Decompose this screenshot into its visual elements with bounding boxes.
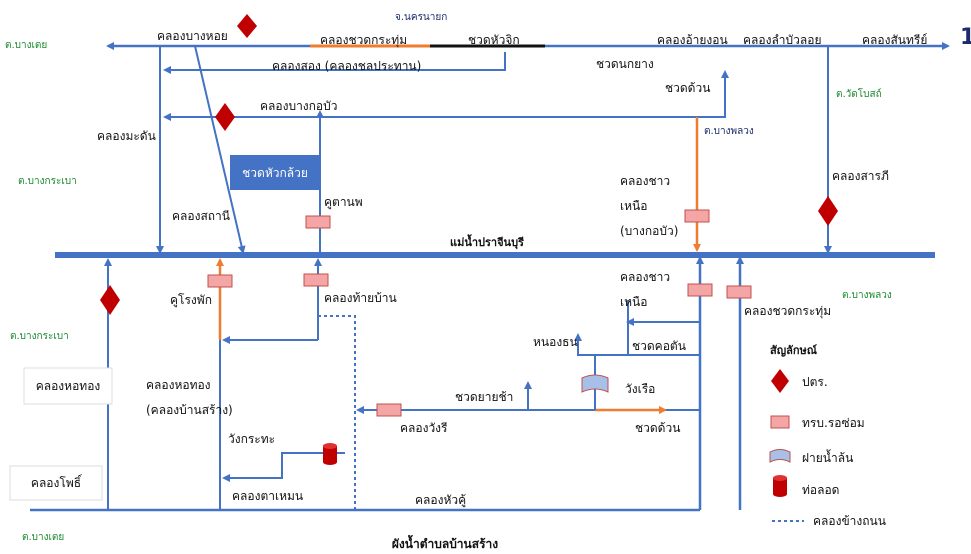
weir-flag-icon: [769, 449, 791, 463]
chuad-hua-kluai-box: [230, 155, 320, 190]
canal-label: (บางกอบัว): [620, 224, 678, 238]
canal-label: คลองชาว: [620, 174, 670, 188]
floodgate-diamond-icon: [215, 103, 235, 131]
khlong-bang-kob-bua: [163, 72, 726, 121]
hor-thong-side-box: [23, 367, 113, 405]
repair-gate-rect-icon: [305, 215, 331, 229]
chuad-hua-kluai-label: ชวดหัวกล้วย: [242, 166, 308, 180]
canal-label: ชวดด้วน: [635, 421, 680, 435]
khlong-song: [163, 52, 506, 74]
legend-label: ปตร.: [802, 375, 828, 389]
pho-side-box: [9, 465, 103, 501]
canal-label: คูตานพ: [324, 195, 363, 210]
khlong-sathani: [194, 45, 246, 254]
canal-label: เหนือ: [620, 199, 647, 213]
culvert-cylinder-icon: [323, 443, 337, 465]
wang-krathe-canal: [222, 452, 345, 482]
canal-label: คลองชาว: [620, 270, 670, 284]
canal-label: หนองธน: [533, 335, 578, 349]
area-label: ต.บางพลวง: [842, 290, 892, 301]
red-diamond-icon: [771, 369, 789, 393]
canal-label: คลองชวดกระทุ่ม: [320, 33, 407, 48]
red-cylinder-icon: [773, 475, 787, 497]
canal-label: วังเรือ: [625, 382, 655, 396]
canal-label: คลองอ้ายงอน: [657, 33, 728, 47]
hor-thong-side-label: คลองหอทอง: [36, 379, 101, 393]
canal-label: คลองบางกอบัว: [260, 99, 338, 113]
canal-label: คลองลำบัวลอย: [743, 33, 822, 47]
canal-label: ชวดด้วน: [665, 81, 710, 95]
corner-number: 1: [960, 25, 971, 50]
canal-label: ชวดหัวจิก: [468, 33, 520, 47]
canal-label: ชวดคอตัน: [632, 339, 686, 353]
legend-label: ท่อลอด: [802, 483, 839, 497]
canal-label: คลองหอทอง: [146, 378, 211, 392]
repair-gate-rect-icon: [376, 403, 402, 417]
floodgate-diamond-icon: [100, 285, 120, 315]
canal-label: คลองวังรี: [400, 421, 448, 435]
canal-label: คลองสารภี: [832, 169, 889, 183]
repair-gate-rect-icon: [726, 285, 752, 299]
canal-label: คลองสันทรีย์: [862, 33, 927, 47]
area-label: ต.วัดโบสถ์: [836, 87, 882, 100]
repair-gate-rect-icon: [684, 209, 710, 223]
canal-label: ชวดนกยาง: [596, 57, 654, 71]
legend-label: ทรบ.รอซ่อม: [802, 416, 865, 430]
canal-label: คลองตาเหมน: [232, 489, 303, 503]
river-label: แม่น้ำปราจีนบุรี: [450, 234, 524, 250]
canal-label: เหนือ: [620, 295, 647, 309]
area-label: จ.นครนายก: [395, 12, 447, 23]
floodgate-diamond-icon: [237, 14, 257, 38]
area-label: ต.บางพลวง: [704, 126, 754, 137]
road-side-canal: [318, 315, 356, 510]
pink-rectangle-icon: [770, 415, 790, 429]
weir-flag-icon: [581, 374, 609, 393]
pho-side-label: คลองโพธิ์: [31, 474, 83, 490]
canal-label: คลองชวดกระทุ่ม: [744, 304, 831, 319]
canal-label: คลองท้ายบ้าน: [324, 291, 397, 305]
repair-gate-rect-icon: [303, 273, 329, 287]
canal-label: คลองบางหอย: [157, 29, 228, 43]
repair-gate-rect-icon: [687, 283, 713, 297]
legend: สัญลักษณ์ ปตร. ทรบ.รอซ่อม ฝายน้ำล้น ท่อล…: [769, 344, 886, 528]
diagram-title: ผังน้ำตำบลบ้านสร้าง: [392, 534, 498, 551]
area-label: ต.บางเตย: [5, 40, 47, 51]
floodgate-diamond-icon: [818, 196, 838, 226]
legend-label: คลองข้างถนน: [813, 514, 886, 528]
canal-label: คูโรงพัก: [170, 293, 212, 308]
legend-label: ฝายน้ำล้น: [802, 449, 853, 465]
canal-label: คลองมะดัน: [97, 129, 156, 143]
canal-label: คลองหัวคู้: [415, 493, 466, 508]
canal-label: วังกระทะ: [228, 432, 275, 446]
canal-label: ชวดยายช้า: [455, 390, 513, 404]
canal-label: (คลองบ้านสร้าง): [146, 403, 233, 417]
area-label: ต.บางกระเบา: [18, 176, 77, 187]
nong-thon-loop: [574, 333, 700, 356]
legend-title: สัญลักษณ์: [770, 344, 818, 357]
area-label: ต.บางกระเบา: [10, 331, 69, 342]
area-label: ต.บางเตย: [22, 532, 64, 543]
repair-gate-rect-icon: [207, 274, 233, 288]
canal-label: คลองสถานี: [172, 209, 230, 223]
canal-label: คลองสอง (คลองชลประทาน): [272, 59, 421, 73]
